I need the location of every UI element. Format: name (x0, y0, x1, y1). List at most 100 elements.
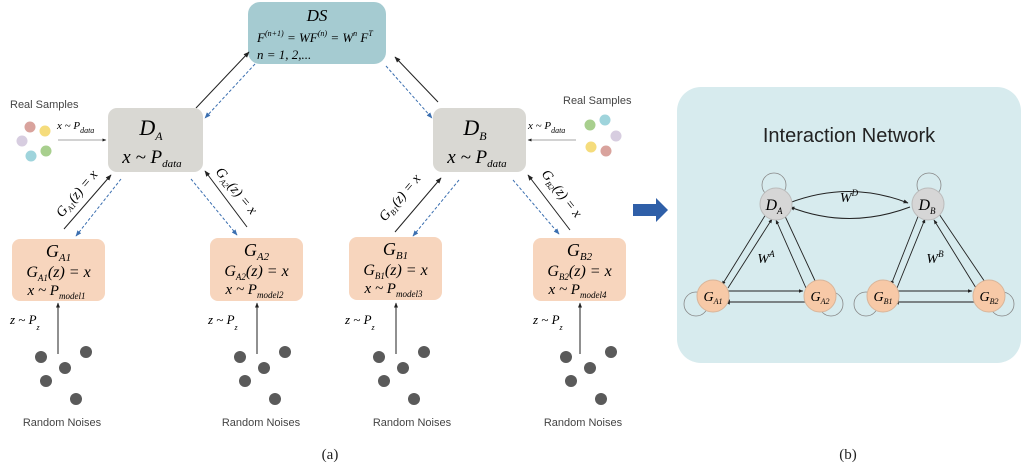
interaction-network-panel: Interaction Network DA DB (677, 87, 1021, 363)
caption-a: (a) (322, 447, 339, 463)
generator-name: GA1 (46, 241, 71, 264)
real-samples-right: Real Samples x ~ Pdata (527, 95, 632, 157)
node-ga2: GA2 (803, 279, 837, 313)
arrow-da-to-ga2 (190, 178, 238, 236)
ds-title: DS (306, 6, 328, 25)
arrow-da-to-ga1 (75, 178, 122, 237)
generator-distribution: x ~ Pmodel4 (548, 282, 607, 300)
real-samples-left-dist: x ~ Pdata (56, 120, 94, 135)
noise-dot (80, 346, 92, 358)
noise-dot (595, 393, 607, 405)
right-arrow-icon (633, 198, 668, 222)
noise-distribution: z ~ Pz (9, 312, 41, 332)
noise-dot (373, 351, 385, 363)
ds-box: DS F(n+1) = WF(n) = Wn FT n = 1, 2,... (248, 2, 386, 64)
noise-dot (269, 393, 281, 405)
edge-label-ga2: GA2(z) = x (211, 165, 260, 219)
edge-ga1-to-da (727, 218, 773, 289)
noise-dot (605, 346, 617, 358)
generator-distribution: x ~ Pmodel3 (364, 281, 423, 299)
noise-group-a2: z ~ Pz Random Noises (207, 302, 301, 429)
edge-db-to-da (789, 206, 911, 219)
noise-dot (378, 375, 390, 387)
arrow-ds-to-da (204, 63, 256, 119)
weight-label-wa: WA (757, 249, 775, 267)
noise-dot (59, 362, 71, 374)
noise-dot (408, 393, 420, 405)
edge-gb1-to-db (896, 218, 926, 289)
svg-text:GA2: GA2 (810, 290, 829, 306)
edge-label-gb2: GB2(z) = x (537, 167, 585, 222)
arrow-db-to-ds (394, 56, 439, 103)
discriminator-b-label: DB (462, 115, 487, 143)
discriminator-a-box: DA x ~ Pdata (108, 108, 203, 172)
noise-dot (584, 362, 596, 374)
noise-dot (279, 346, 291, 358)
edge-gb2-to-db (933, 219, 977, 289)
noise-distribution: z ~ Pz (344, 312, 376, 332)
sample-dot (39, 125, 51, 137)
sample-dot (40, 145, 52, 157)
random-noises-label: Random Noises (222, 417, 301, 429)
noise-dot (40, 375, 52, 387)
generator-name: GB2 (567, 240, 593, 263)
generator-function: GA2(z) = x (224, 263, 288, 282)
noise-dot (234, 351, 246, 363)
arrow-ga2-to-da (204, 170, 248, 228)
sample-dot (599, 114, 611, 126)
real-samples-right-label: Real Samples (563, 95, 632, 107)
noise-distribution: z ~ Pz (207, 312, 239, 332)
svg-text:GB2: GB2 (979, 290, 998, 306)
arrow-ga1-to-da (63, 174, 112, 230)
node-ga1: GA1 (696, 279, 730, 313)
edge-da-to-ga2 (783, 213, 818, 286)
noise-dot (239, 375, 251, 387)
generator-name: GA2 (244, 240, 270, 263)
sample-dot (610, 130, 622, 142)
noise-dot (35, 351, 47, 363)
random-noises-label: Random Noises (23, 417, 102, 429)
discriminator-b-box: DB x ~ Pdata (433, 108, 526, 172)
node-gb2: GB2 (972, 279, 1006, 313)
arrow-db-to-gb1 (412, 179, 460, 237)
real-samples-left: Real Samples x ~ Pdata (10, 99, 107, 162)
weight-label-wb: WB (926, 249, 944, 267)
arrow-gb1-to-db (394, 177, 442, 233)
edge-ga2-to-da (775, 219, 807, 289)
noise-dot (560, 351, 572, 363)
noise-dot (70, 393, 82, 405)
sample-dot (16, 135, 28, 147)
node-db: DB (911, 187, 945, 221)
sample-dot (600, 145, 612, 157)
edge-da-to-ga1 (721, 213, 767, 286)
sample-dot (584, 119, 596, 131)
real-samples-left-label: Real Samples (10, 99, 79, 111)
sample-dot (25, 150, 37, 162)
real-samples-right-dist: x ~ Pdata (527, 120, 565, 135)
random-noises-label: Random Noises (373, 417, 452, 429)
svg-text:GA1: GA1 (703, 290, 722, 306)
weight-label-wd: WD (840, 188, 859, 206)
discriminator-a-label: DA (138, 115, 163, 143)
edge-db-to-gb1 (890, 213, 920, 286)
generator-function: GA1(z) = x (26, 264, 90, 283)
edge-da-to-db (788, 191, 909, 204)
edges-gb1: GB1(z) = x (377, 171, 460, 237)
edges-ga1: GA1(z) = x (54, 167, 122, 237)
sample-dot (24, 121, 36, 133)
noise-distribution: z ~ Pz (532, 312, 564, 332)
arrow-ds-to-db (385, 65, 433, 119)
noise-dot (397, 362, 409, 374)
noise-group-a1: z ~ Pz Random Noises (9, 302, 102, 429)
node-da: DA (759, 187, 793, 221)
arrow-da-to-ds (195, 51, 250, 109)
ds-equation: F(n+1) = WF(n) = Wn FT (256, 29, 373, 45)
generator-function: GB1(z) = x (363, 262, 427, 281)
generator-distribution: x ~ Pmodel1 (27, 283, 86, 301)
interaction-network-title: Interaction Network (763, 125, 936, 147)
